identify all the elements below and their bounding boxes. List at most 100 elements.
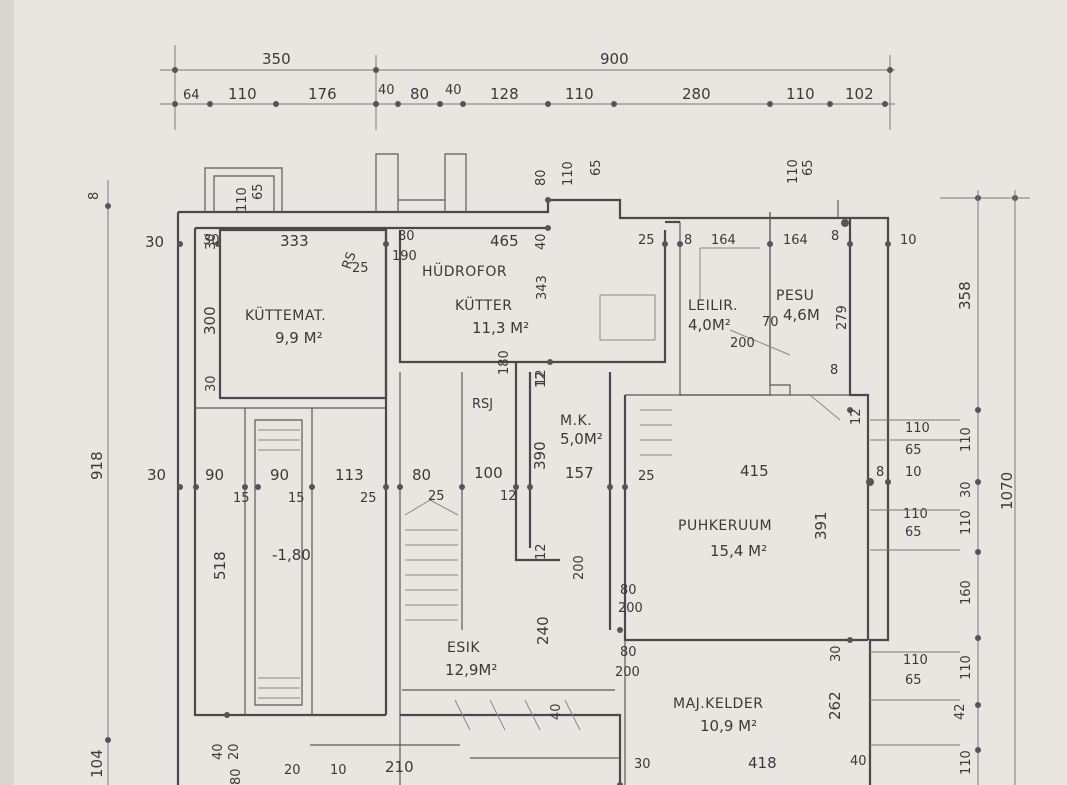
dim-25e: 25 <box>638 469 655 484</box>
top-dimension-lines <box>160 45 895 130</box>
dim-164b: 164 <box>783 233 808 248</box>
dim-top-110b: 110 <box>565 85 594 103</box>
dim-390: 390 <box>531 441 549 470</box>
top-detail-dimensions: 64 110 176 40 80 40 128 110 280 110 102 <box>183 83 874 103</box>
dim-12c: 12 <box>500 489 517 504</box>
dim-343: 343 <box>535 275 550 300</box>
dim-40b: 40 <box>850 754 867 769</box>
dim-30d: 30 <box>147 466 166 484</box>
mark-rs1: RS <box>340 250 360 271</box>
wall-node-markers <box>177 197 891 785</box>
room-pesu-name: PESU <box>776 288 814 304</box>
dim-top-40b: 40 <box>445 83 462 98</box>
dim-12b: 12 <box>849 408 864 425</box>
dim-200c: 200 <box>615 665 640 680</box>
window-markers <box>870 407 981 753</box>
dim-80e: 80 <box>534 169 549 186</box>
dim-8c: 8 <box>876 465 884 480</box>
dim-240: 240 <box>534 616 552 645</box>
dim-top-110: 110 <box>228 85 257 103</box>
dim-top-40a: 40 <box>378 83 395 98</box>
dim-20b: 20 <box>227 743 242 760</box>
dim-25d: 25 <box>428 489 445 504</box>
dim-30g: 30 <box>959 481 974 498</box>
dim-25a: 25 <box>638 233 655 248</box>
inner-dimension-labels: 333 80 465 25 8 164 164 8 10 30 30 300 3… <box>147 159 974 785</box>
dim-110d: 110 <box>903 653 928 668</box>
dim-12a: 12 <box>534 371 549 388</box>
dim-40c: 40 <box>534 233 549 250</box>
room-mk-name: M.K. <box>560 413 592 429</box>
dim-80c: 80 <box>620 583 637 598</box>
dim-100: 100 <box>474 464 503 482</box>
dim-65d: 65 <box>905 673 922 688</box>
dim-10a: 10 <box>900 233 917 248</box>
dim-518: 518 <box>211 551 229 580</box>
dim-25b: 25 <box>352 261 369 276</box>
dim-279: 279 <box>835 305 850 330</box>
dim-333: 333 <box>280 232 309 250</box>
dim-180: 180 <box>497 350 512 375</box>
dim-10b: 10 <box>330 763 347 778</box>
dim-391: 391 <box>812 511 830 540</box>
dim-10c: 10 <box>905 465 922 480</box>
dim-15b: 15 <box>288 491 305 506</box>
dim-40a: 40 <box>211 743 226 760</box>
stair-hatching <box>258 247 841 731</box>
room-majkelder-area: 10,9 M² <box>700 717 757 735</box>
dim-8a: 8 <box>684 233 692 248</box>
room-labels: KÜTTEMAT. 9,9 M² KÜTTER 11,3 M² HÜDROFOR… <box>245 262 820 735</box>
room-pesu-area: 4,6M <box>783 306 820 324</box>
dim-42: 42 <box>953 703 968 720</box>
left-dimension-lines: 8 30 918 104 <box>87 180 164 785</box>
dim-210: 210 <box>385 758 414 776</box>
dim-left-8: 8 <box>87 192 102 200</box>
dim-80a: 80 <box>398 229 415 244</box>
dim-top-80: 80 <box>410 85 429 103</box>
dim-30a: 30 <box>204 233 219 250</box>
dim-left-918: 918 <box>88 451 106 480</box>
room-kutter-area: 11,3 M² <box>472 319 529 337</box>
mark-rs2: RSJ <box>472 397 493 412</box>
dim-200b: 200 <box>618 601 643 616</box>
room-kuttemat-name: KÜTTEMAT. <box>245 306 326 324</box>
dim-110f: 110 <box>959 510 974 535</box>
dim-418: 418 <box>748 754 777 772</box>
room-kutter-name: KÜTTER <box>455 296 512 314</box>
right-dimension-lines: 358 1070 <box>940 190 1030 785</box>
dim-415: 415 <box>740 462 769 480</box>
dim-30b: 30 <box>203 233 220 248</box>
dim-190: 190 <box>392 249 417 264</box>
dim-110j: 110 <box>786 159 801 184</box>
room-esik-area: 12,9M² <box>445 661 497 679</box>
dim-8d: 8 <box>830 363 838 378</box>
dim-65e: 65 <box>589 159 604 176</box>
dim-left-30: 30 <box>145 233 164 251</box>
dim-20a: 20 <box>284 763 301 778</box>
dim-157: 157 <box>565 464 594 482</box>
dim-110h: 110 <box>959 750 974 775</box>
dim-70: 70 <box>762 315 779 330</box>
dim-top-110c: 110 <box>786 85 815 103</box>
dim-top-350: 350 <box>262 50 291 68</box>
dim-200d: 200 <box>572 555 587 580</box>
room-leilir-name: LEILIR. <box>688 298 738 314</box>
dim-left-104: 104 <box>88 749 106 778</box>
dim-12d: 12 <box>534 543 549 560</box>
dim-25c: 25 <box>360 491 377 506</box>
dim-110b: 110 <box>905 421 930 436</box>
dim-15a: 15 <box>233 491 250 506</box>
dim-160: 160 <box>959 580 974 605</box>
dim-right-1070: 1070 <box>998 472 1016 510</box>
dim-164a: 164 <box>711 233 736 248</box>
dim-40d: 40 <box>549 703 564 720</box>
dim-8b: 8 <box>831 229 839 244</box>
dim-110e: 110 <box>959 427 974 452</box>
dim-top-176: 176 <box>308 85 337 103</box>
dim-65a: 65 <box>251 183 266 200</box>
room-esik-name: ESIK <box>447 640 480 656</box>
dim-80f: 80 <box>229 768 244 785</box>
dim-80b: 80 <box>412 466 431 484</box>
